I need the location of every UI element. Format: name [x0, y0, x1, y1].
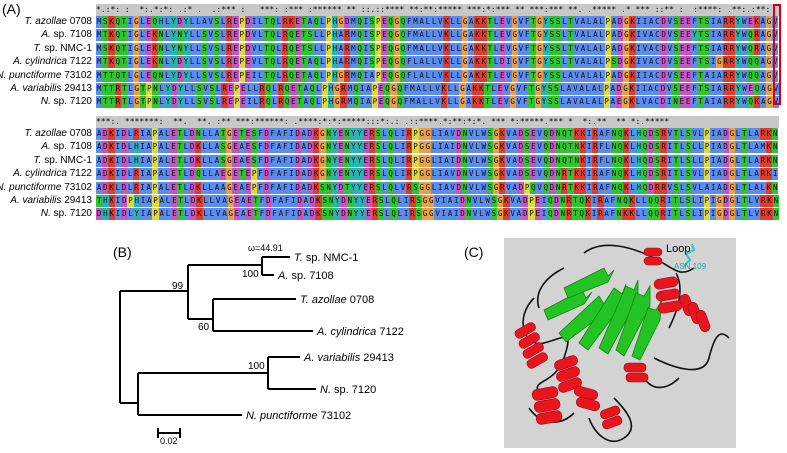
protein-structure: Loop ASN 109: [504, 238, 736, 448]
species-label: A. cylindrica 7122: [13, 168, 92, 180]
species-label: A. sp. 7108: [41, 141, 92, 153]
bootstrap-label: 99: [172, 281, 184, 292]
residue-label: ASN 109: [674, 262, 707, 271]
alpha-helix: [514, 247, 711, 430]
phylogenetic-tree: ω=44.91 100 99 60 100 T. sp. NMC-1 A. sp…: [119, 243, 404, 445]
loop-label: Loop: [666, 243, 690, 255]
consensus-line: ***:. *******: **. **. :** ***:******: .…: [96, 116, 779, 128]
species-label: A. variabilis 29413: [10, 195, 92, 206]
species-label: N. punctiforme 73102: [0, 181, 92, 193]
species-label: A. variabilis 29413: [10, 83, 92, 94]
species-label: T. sp. NMC-1: [33, 154, 92, 166]
tree-leaf: T. sp. NMC-1: [294, 252, 358, 264]
tree-leaf: N. sp. 7120: [320, 384, 376, 396]
panel-b-label: (B): [113, 244, 132, 260]
tree-leaf: N. punctiforme 73102: [246, 410, 351, 422]
species-label: T. azollae 0708: [24, 128, 92, 139]
scale-bar-label: 0.02: [160, 436, 178, 445]
bootstrap-label: 100: [248, 361, 265, 372]
panel-a-label: (A): [2, 1, 21, 17]
panel-c-label: (C): [464, 244, 484, 260]
species-label: A. sp. 7108: [41, 29, 92, 41]
species-label: N. punctiforme 73102: [0, 69, 92, 81]
species-label: N. sp. 7120: [40, 96, 92, 108]
beta-sheet: [543, 267, 663, 361]
omega-label: ω=44.91: [248, 243, 283, 253]
species-label: N. sp. 7120: [40, 208, 92, 220]
tree-leaf: A. cylindrica 7122: [316, 326, 404, 338]
highlight-box: [773, 4, 781, 105]
tree-leaf: A. sp. 7108: [277, 270, 334, 282]
bootstrap-label: 60: [198, 322, 210, 333]
species-label: T. sp. NMC-1: [33, 42, 92, 54]
protein-structure-render: Loop ASN 109: [514, 243, 730, 442]
bootstrap-label: 100: [242, 269, 259, 280]
species-label: A. cylindrica 7122: [13, 56, 92, 68]
species-label: T. azollae 0708: [24, 16, 92, 27]
consensus-line: *.:*: : *:.*:*: .:* . .:*** : ***: :*** …: [96, 4, 779, 16]
tree-leaf: A. variabilis 29413: [303, 352, 394, 364]
tree-leaf: T. azollae 0708: [300, 294, 374, 306]
loop-residue-sticks: [683, 243, 696, 267]
